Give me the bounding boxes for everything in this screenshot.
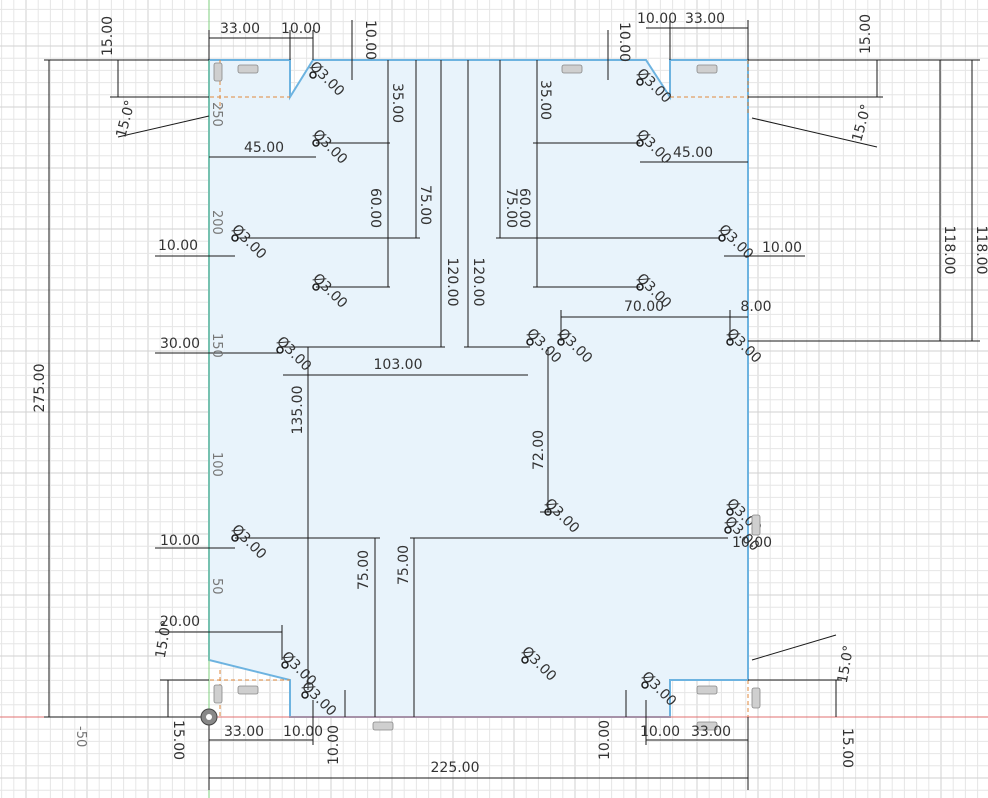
dim-left-20[interactable]: 20.00	[160, 614, 200, 630]
hole-circle[interactable]	[636, 78, 644, 86]
constraint-glyphs	[213, 62, 761, 731]
dim-70[interactable]: 70.00	[624, 299, 664, 315]
hole-circle[interactable]	[312, 283, 320, 291]
dim-right-60[interactable]: 60.00	[516, 188, 532, 228]
hole-circle[interactable]	[301, 691, 309, 699]
hole-circle[interactable]	[276, 346, 284, 354]
dim-right-10-lower[interactable]: 10.00	[732, 535, 772, 551]
dim-right-118-a[interactable]: 118.00	[941, 226, 957, 275]
dim-left-120[interactable]: 120.00	[444, 258, 460, 307]
dim-top-right-notch-width[interactable]: 33.00	[685, 11, 725, 27]
dim-top-right-notch-offset[interactable]: 10.00	[616, 22, 632, 62]
dim-right-45[interactable]: 45.00	[673, 145, 713, 161]
dim-bottom-right-notch-gap[interactable]: 10.00	[640, 724, 680, 740]
dim-bottom-left-notch-width[interactable]: 33.00	[224, 724, 264, 740]
dim-left-45[interactable]: 45.00	[244, 140, 284, 156]
hole-circle[interactable]	[281, 661, 289, 669]
dim-bottom-left-chamfer-angle[interactable]: 15.0°	[153, 619, 175, 659]
ruler-y-150: 150	[209, 333, 224, 358]
dim-left-35[interactable]: 35.00	[389, 83, 405, 123]
ruler-y-200: 200	[209, 210, 224, 235]
dim-bottom-left-notch-gap[interactable]: 10.00	[283, 724, 323, 740]
dim-bottom-right-notch-width[interactable]: 33.00	[691, 724, 731, 740]
hole-circle[interactable]	[526, 338, 534, 346]
ruler-y-100: 100	[209, 452, 224, 477]
dim-overall-width[interactable]: 225.00	[431, 760, 480, 776]
ruler-labels: 250 200 150 100 50 -50	[73, 102, 224, 747]
dim-left-10-upper[interactable]: 10.00	[158, 238, 198, 254]
dim-8[interactable]: 8.00	[740, 299, 771, 315]
dim-top-left-notch-gap[interactable]: 10.00	[281, 21, 321, 37]
dim-top-right-chamfer-height[interactable]: 15.00	[858, 14, 874, 54]
hole-circle[interactable]	[231, 534, 239, 542]
dim-72[interactable]: 72.00	[531, 430, 547, 470]
hole-circle[interactable]	[636, 283, 644, 291]
dim-right-120[interactable]: 120.00	[470, 258, 486, 307]
dim-bottom-75-a[interactable]: 75.00	[356, 550, 372, 590]
hole-circle[interactable]	[521, 656, 529, 664]
hole-circle[interactable]	[641, 681, 649, 689]
dim-left-30[interactable]: 30.00	[160, 336, 200, 352]
dim-overall-height[interactable]: 275.00	[32, 364, 48, 413]
dim-top-left-chamfer-height[interactable]: 15.00	[100, 16, 116, 56]
dim-bottom-right-chamfer-angle[interactable]: 15.0°	[835, 644, 857, 684]
ruler-y-250: 250	[209, 102, 224, 127]
hole-circle[interactable]	[718, 234, 726, 242]
hole-circle[interactable]	[544, 508, 552, 516]
dim-right-35[interactable]: 35.00	[537, 80, 553, 120]
ruler-x-minus-50: -50	[73, 726, 88, 747]
dim-left-60[interactable]: 60.00	[367, 188, 383, 228]
hole-circle[interactable]	[309, 71, 317, 79]
hole-circle[interactable]	[312, 139, 320, 147]
hole-circle[interactable]	[726, 508, 734, 516]
dim-bottom-75-b[interactable]: 75.00	[396, 545, 412, 585]
dim-right-10-upper[interactable]: 10.00	[762, 240, 802, 256]
dim-top-right-chamfer-angle[interactable]: 15.0°	[849, 102, 874, 143]
dim-right-118-b[interactable]: 118.00	[973, 226, 988, 275]
hole-circle[interactable]	[724, 526, 732, 534]
dim-top-right-notch-gap[interactable]: 10.00	[637, 11, 677, 27]
dimension-lines	[44, 20, 980, 790]
ruler-y-50: 50	[209, 578, 224, 595]
origin-marker[interactable]	[200, 708, 218, 726]
dim-bottom-left-chamfer-height[interactable]: 15.00	[170, 720, 186, 760]
hole-circle[interactable]	[231, 234, 239, 242]
dim-right-75[interactable]: 75.00	[503, 188, 519, 228]
dimension-labels: 275.00 225.00 33.00 10.00 10.00 15.00 15…	[32, 11, 988, 776]
hole-circle[interactable]	[557, 338, 565, 346]
hole-circle[interactable]	[726, 338, 734, 346]
dim-bottom-right-chamfer-height[interactable]: 15.00	[839, 728, 855, 768]
dim-bottom-right-notch-offset[interactable]: 10.00	[597, 720, 613, 760]
dim-135[interactable]: 135.00	[290, 386, 306, 435]
dim-top-left-notch-offset[interactable]: 10.00	[362, 20, 378, 60]
dim-left-75[interactable]: 75.00	[417, 185, 433, 225]
hole-circle[interactable]	[636, 139, 644, 147]
dim-bottom-left-notch-offset[interactable]: 10.00	[326, 725, 342, 765]
dim-left-10-lower[interactable]: 10.00	[160, 533, 200, 549]
dim-103[interactable]: 103.00	[374, 357, 423, 373]
dim-top-left-notch-width[interactable]: 33.00	[220, 21, 260, 37]
